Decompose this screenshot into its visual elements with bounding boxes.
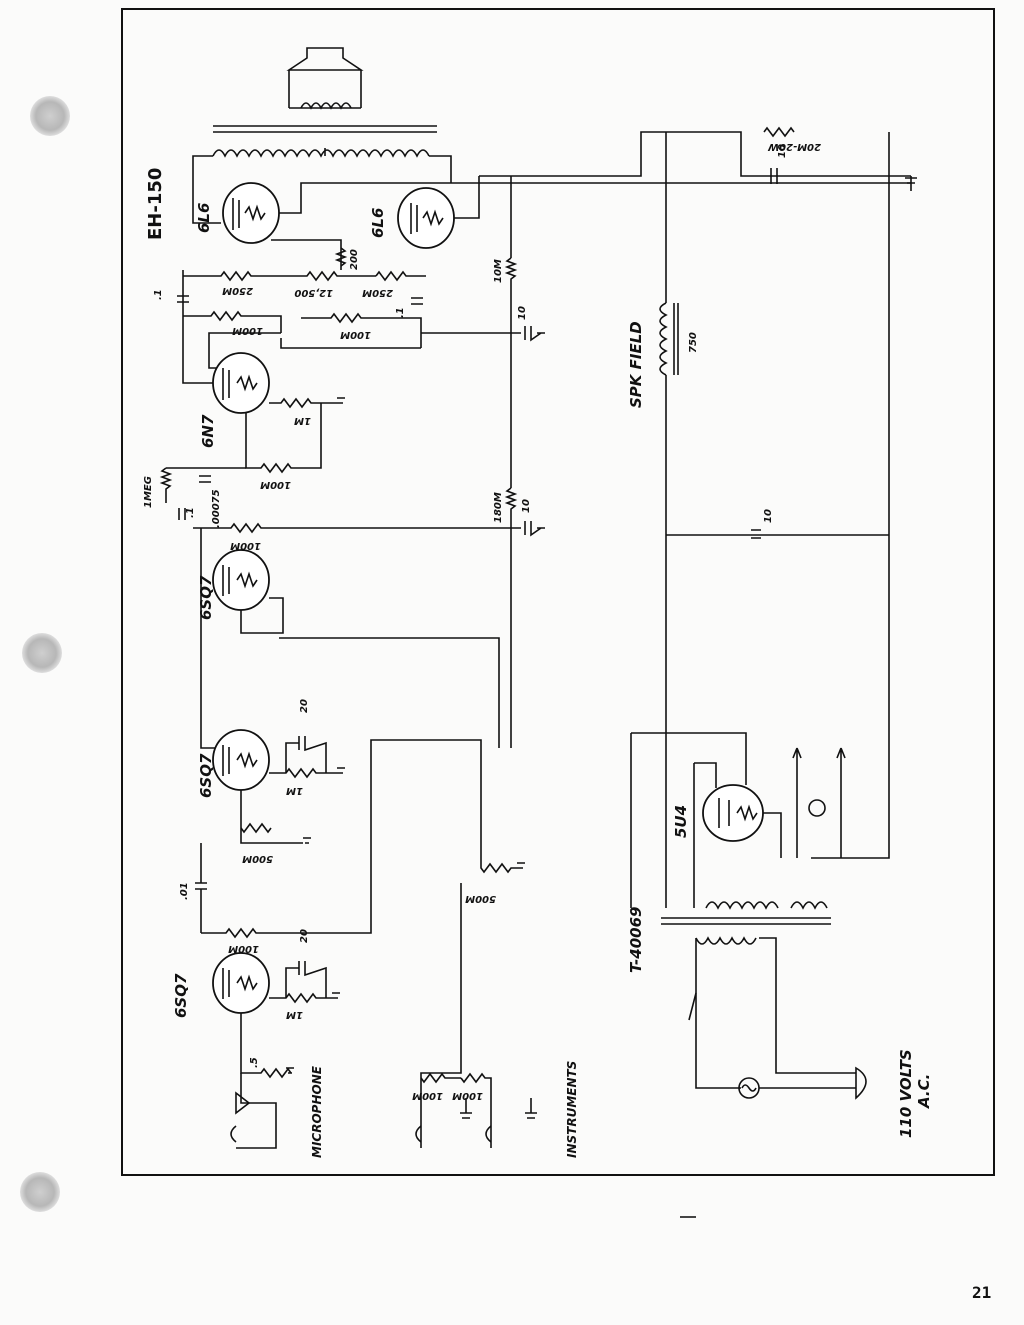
r-100m-g-label: 100M: [452, 1090, 483, 1101]
amplifier-schematic: 6L6 6L6 EH-150 200 250M 12,500 250M: [143, 47, 933, 1158]
r-100m-e-label: 100M: [228, 943, 259, 954]
mains-label-2: A.C.: [915, 1074, 933, 1109]
tube-6sq7-upper: 6SQ7: [197, 549, 270, 620]
r-100m-c-label: 100M: [260, 479, 291, 490]
r-100m-f-label: 100M: [412, 1090, 443, 1101]
r-1m-a-label: 1M: [294, 415, 311, 426]
tube-5u4: 5U4: [672, 784, 764, 842]
tube-label-6l6-left: 6L6: [195, 203, 213, 233]
model-label: EH-150: [145, 168, 166, 240]
r-100m-b-label: 100M: [340, 329, 371, 340]
c-1-c-label: .1: [185, 507, 196, 518]
power-transformer: [661, 901, 831, 945]
mains-label-1: 110 VOLTS: [897, 1049, 915, 1138]
schematic-border: [121, 8, 995, 1176]
r-12500-label: 12,500: [294, 287, 333, 298]
microphone-jack-icon: [230, 1091, 251, 1143]
r-10m-label: 10M: [493, 259, 504, 283]
speaker-field-label: SPK FIELD: [627, 321, 645, 408]
c-20-a-label: 20: [299, 699, 310, 713]
power-switch-icon: [688, 992, 697, 1021]
c-01-label: .01: [179, 882, 190, 900]
tube-label-6sq7-middle: 6SQ7: [197, 753, 215, 798]
output-transformer: [192, 125, 452, 224]
r-200-label: 200: [349, 249, 360, 270]
speaker-field-coil: [659, 302, 679, 376]
c-1-b-label: .1: [395, 307, 406, 318]
r-100m-d-label: 100M: [230, 540, 261, 551]
tube-label-6l6-right: 6L6: [369, 208, 387, 238]
c-10-c-label: 10: [777, 144, 788, 158]
tube-6n7: 6N7: [199, 352, 270, 448]
tube-6l6-left: 6L6: [195, 182, 280, 244]
c-10-b-label: 10: [521, 499, 532, 513]
tube-6sq7-input: 6SQ7: [172, 952, 270, 1018]
tube-label-6n7: 6N7: [199, 414, 217, 448]
tube-6sq7-middle: 6SQ7: [197, 729, 270, 798]
tube-6l6-right: 6L6: [369, 187, 455, 249]
r-5-mic-label: .5: [249, 1057, 260, 1068]
transformer-label: T-40069: [627, 907, 645, 973]
instrument-jack-icon: [415, 1098, 537, 1143]
pilot-lamp-icon: [808, 799, 826, 817]
tube-label-6sq7-input: 6SQ7: [172, 973, 190, 1018]
page-mark: [680, 1216, 696, 1218]
r-500m-b-label: 500M: [465, 893, 496, 904]
r-250m-b-label: 250M: [362, 287, 393, 298]
ac-source-icon: [738, 1077, 856, 1099]
instruments-label: INSTRUMENTS: [565, 1061, 579, 1158]
punch-hole-bottom: [20, 1172, 60, 1212]
field-ohms-label: 750: [688, 332, 699, 353]
r-20m-20w-label: 20M-20W: [767, 141, 821, 152]
ground-icon: [905, 176, 917, 191]
r-250m-a-label: 250M: [222, 285, 253, 296]
tube-label-6sq7-upper: 6SQ7: [197, 575, 215, 620]
power-plug-icon: [855, 1066, 867, 1100]
punch-hole-middle: [22, 633, 62, 673]
c-00075-label: .00075: [211, 489, 222, 528]
tube-label-5u4: 5U4: [672, 805, 690, 838]
r-180m-label: 180M: [493, 492, 504, 523]
c-10-a-label: 10: [517, 306, 528, 320]
c-20-b-label: 20: [299, 929, 310, 943]
page-number: 21: [972, 1283, 992, 1302]
r-1m-c-label: 1M: [286, 1009, 303, 1020]
microphone-label: MICROPHONE: [310, 1065, 324, 1158]
r-500m-a-label: 500M: [242, 853, 273, 864]
r-1meg-label: 1MEG: [143, 476, 154, 508]
speaker-icon: [286, 47, 364, 110]
r-100m-a-label: 100M: [232, 325, 263, 336]
r-1m-b-label: 1M: [286, 785, 303, 796]
punch-hole-top: [30, 96, 70, 136]
c-1-a-label: .1: [153, 289, 164, 300]
c-10-d-label: 10: [763, 509, 774, 523]
